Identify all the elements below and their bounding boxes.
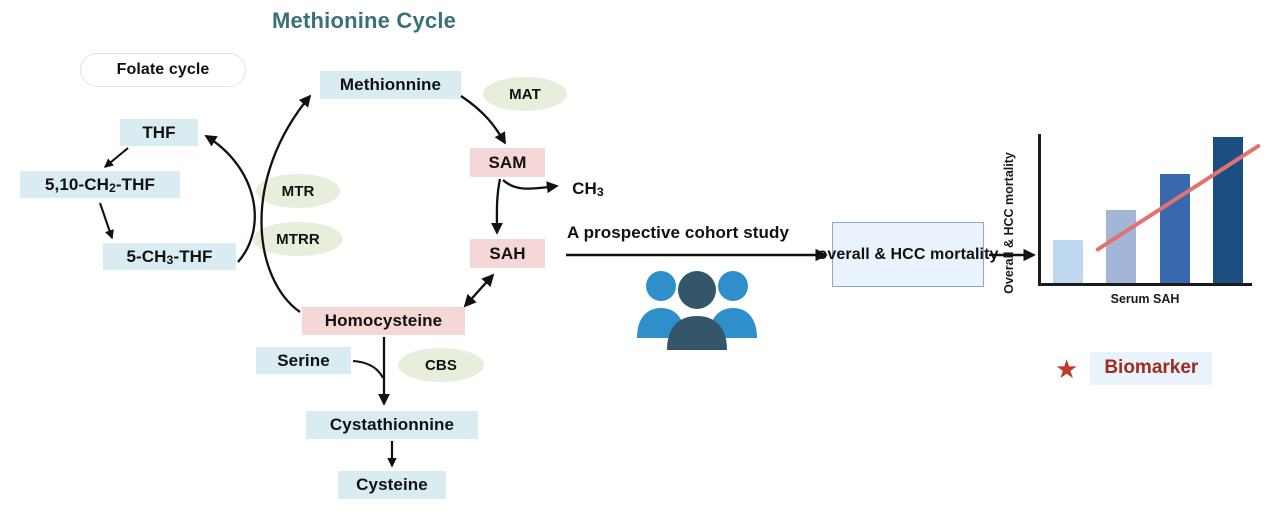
enzyme-cbs: CBS bbox=[398, 348, 484, 382]
page-title: Methionine Cycle bbox=[272, 8, 457, 33]
chart-bar-q2 bbox=[1106, 210, 1137, 283]
biomarker-label: Biomarker bbox=[1090, 352, 1213, 385]
outcome-box-mortality: overall & HCC mortality bbox=[818, 222, 998, 287]
node-sam: SAM bbox=[470, 148, 545, 177]
node-thf: THF bbox=[120, 119, 198, 146]
folate-cycle-pill: Folate cycle bbox=[80, 53, 246, 87]
node-homocysteine: Homocysteine bbox=[302, 307, 465, 335]
chart-trendline bbox=[1095, 144, 1261, 252]
enzyme-mtrr: MTRR bbox=[253, 222, 343, 256]
cohort-study-label: A prospective cohort study bbox=[567, 223, 790, 242]
node-methionine: Methionnine bbox=[320, 71, 461, 99]
chart-bar-q4 bbox=[1213, 137, 1244, 283]
chart-x-axis-label: Serum SAH bbox=[1110, 292, 1180, 306]
group-of-people-icon bbox=[637, 271, 757, 350]
node-cysteine: Cysteine bbox=[338, 471, 446, 499]
bar-chart: Overall & HCC mortality Serum SAH bbox=[1002, 128, 1261, 328]
chart-y-axis-label: Overall & HCC mortality bbox=[1002, 152, 1016, 294]
chart-bar-q1 bbox=[1052, 240, 1083, 283]
node-cystathionine: Cystathionnine bbox=[306, 411, 478, 439]
biomarker-callout: ★ Biomarker bbox=[1055, 352, 1213, 385]
node-sah: SAH bbox=[470, 239, 545, 268]
enzyme-mtr: MTR bbox=[256, 174, 340, 208]
enzyme-mat: MAT bbox=[483, 77, 567, 111]
chart-plot-area bbox=[1038, 134, 1261, 286]
node-serine: Serine bbox=[256, 347, 351, 374]
star-icon: ★ bbox=[1055, 353, 1079, 384]
